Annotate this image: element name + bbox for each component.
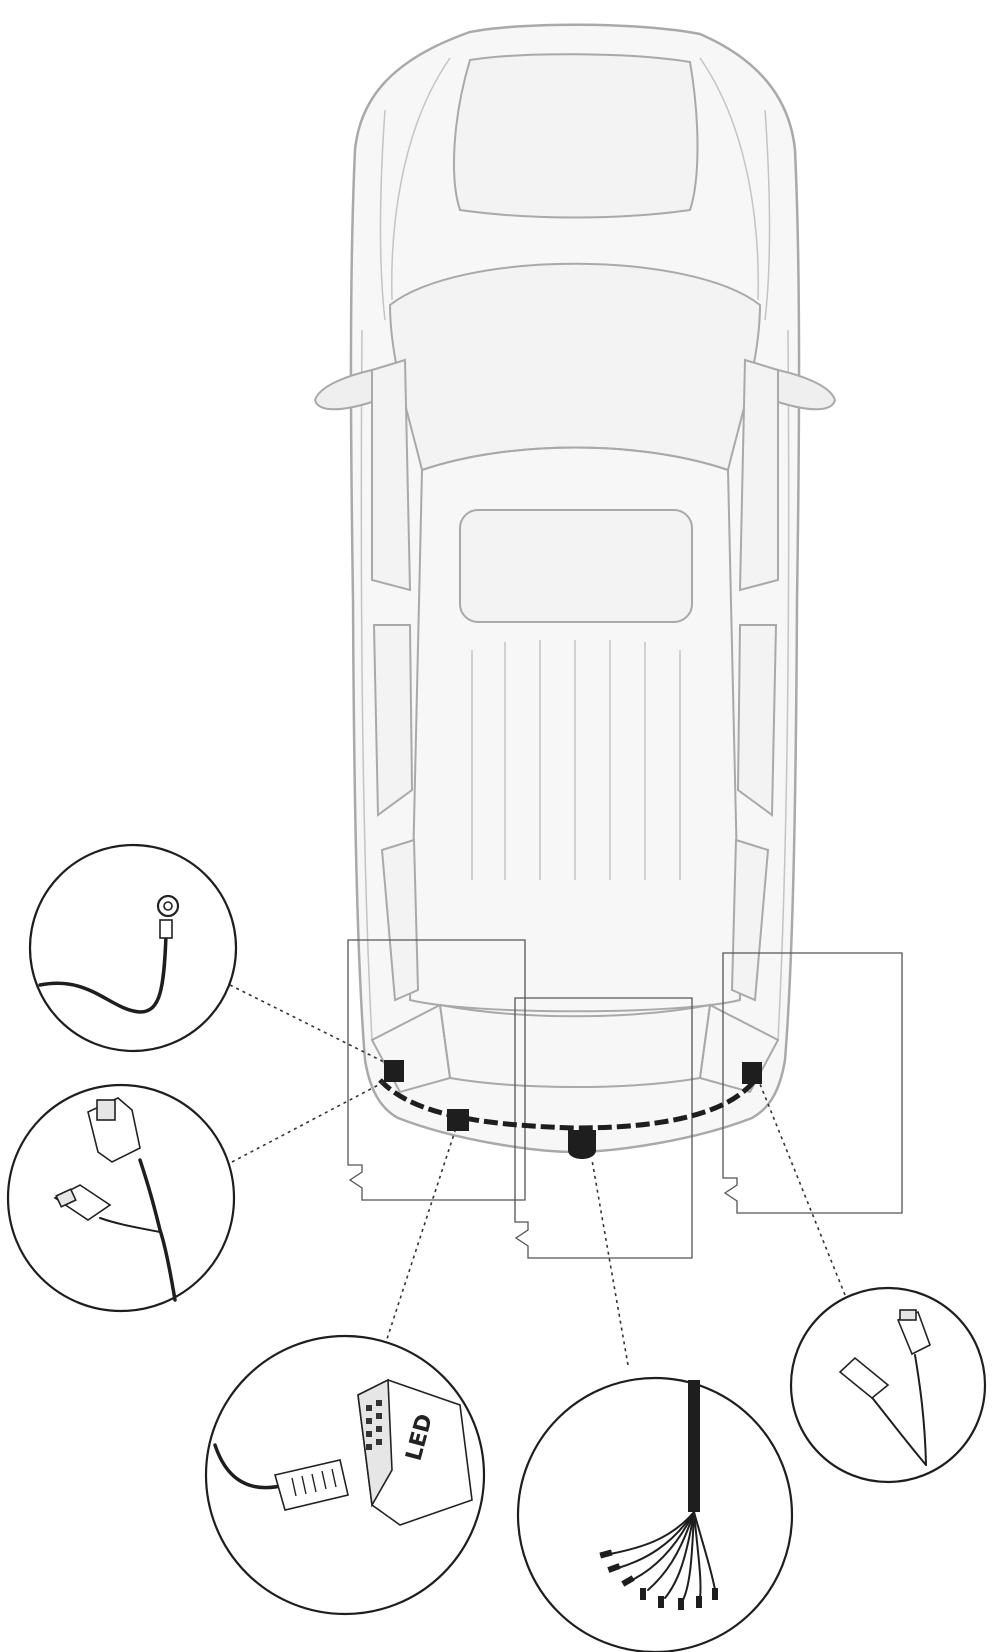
left-mirror <box>313 368 373 411</box>
left-install-box <box>347 939 526 1201</box>
left-front-window <box>371 358 412 592</box>
ring-terminal-icon <box>38 894 180 1014</box>
right-front-window <box>738 358 779 592</box>
callout-control-module: LED <box>204 1334 486 1616</box>
leader-lines <box>229 984 846 1366</box>
connector-pair-icon <box>838 1309 931 1466</box>
module-icon: LED <box>213 1378 473 1526</box>
sunroof <box>459 509 693 623</box>
callout-right-light-connectors <box>789 1286 987 1484</box>
center-install-box <box>514 997 693 1259</box>
car-top-view <box>313 23 837 1154</box>
right-mirror <box>777 368 837 411</box>
left-side-line <box>360 329 373 1041</box>
leader-socket <box>591 1159 629 1366</box>
left-rear-quarter-window <box>380 838 420 1002</box>
leader-module <box>384 1130 456 1346</box>
towbar-socket <box>568 1130 596 1159</box>
leader-ground <box>229 984 385 1063</box>
hood-edge <box>379 109 771 321</box>
right-light-plug <box>742 1062 762 1084</box>
connector-pair-icon <box>53 1097 177 1302</box>
harness-cable <box>378 1078 757 1131</box>
harness-route <box>378 1060 762 1159</box>
right-install-box <box>722 952 903 1214</box>
hood-line <box>391 57 759 301</box>
install-area-boxes <box>347 939 903 1259</box>
callout-left-light-connectors <box>6 1083 236 1313</box>
left-rear-window <box>372 624 414 817</box>
windshield <box>388 262 762 472</box>
right-side-line <box>777 329 790 1041</box>
roof-ribs <box>471 640 681 880</box>
hood-panel <box>453 53 699 219</box>
wire-bundle-icon <box>599 1380 718 1610</box>
roof-outline <box>408 446 742 1013</box>
left-light-plug <box>384 1060 404 1082</box>
leader-right-light <box>759 1083 846 1296</box>
right-rear-window <box>736 624 778 817</box>
callout-ground-ring <box>28 843 238 1053</box>
callout-socket-wires <box>516 1376 794 1652</box>
leader-left-light <box>231 1081 385 1163</box>
module-plug <box>447 1109 469 1131</box>
right-rear-quarter-window <box>730 838 770 1002</box>
